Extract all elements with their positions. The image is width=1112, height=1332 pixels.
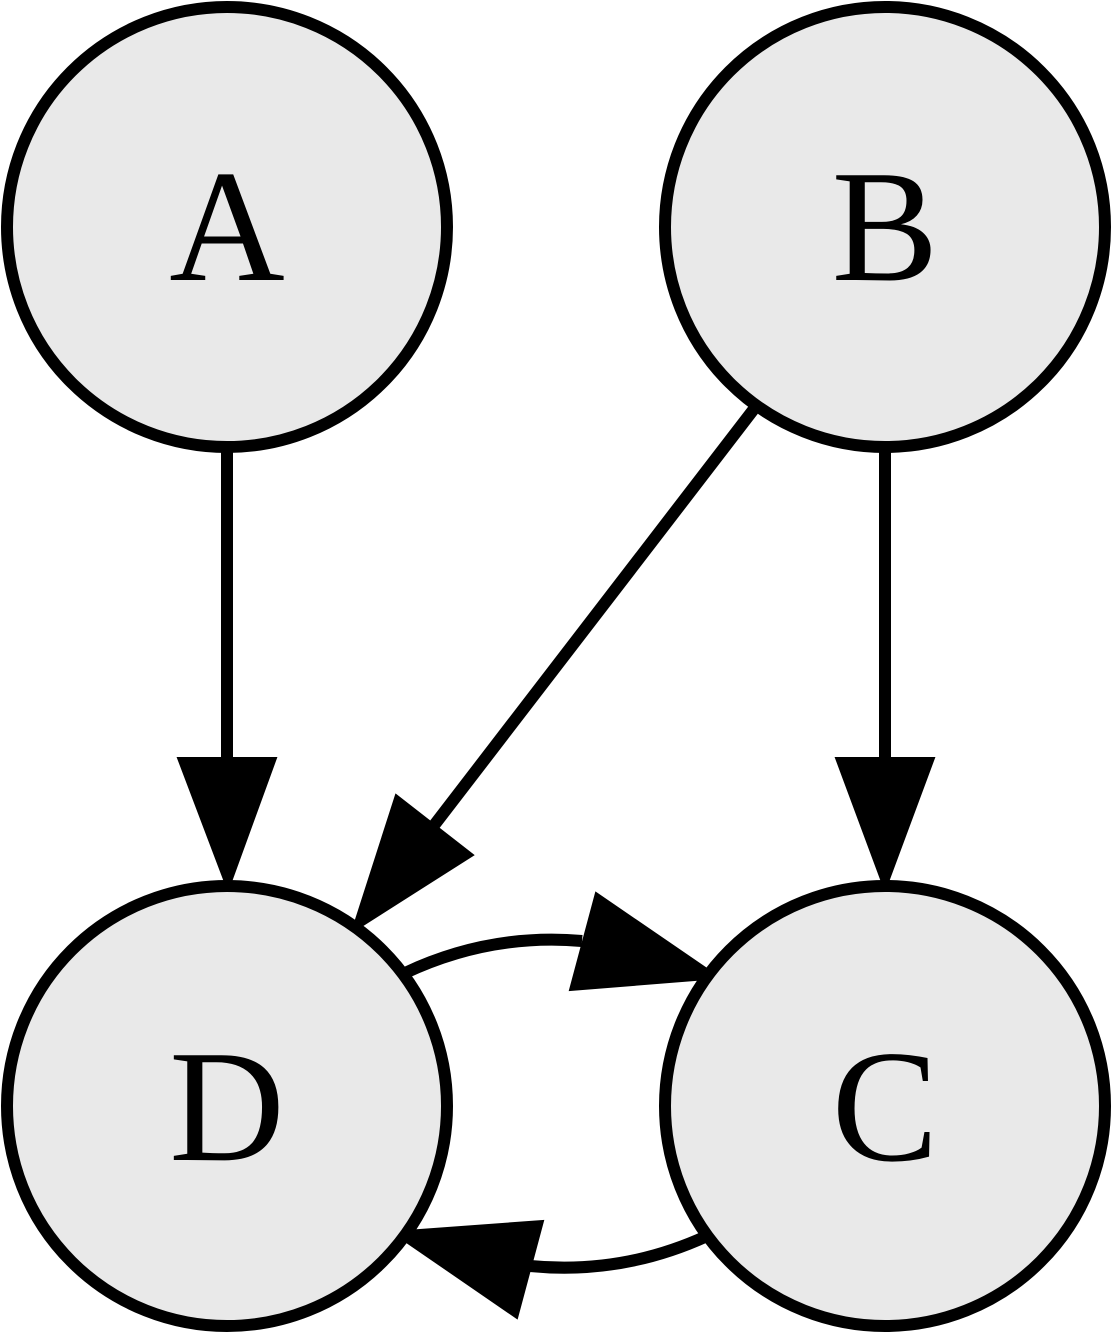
node-a-label: A [169, 137, 285, 315]
node-b[interactable]: B [659, 1, 1111, 453]
edge-d-to-c [402, 891, 723, 992]
edge-b-to-d [350, 401, 762, 935]
edge-a-to-d [176, 450, 278, 893]
edge-c-to-d [389, 1219, 710, 1320]
node-d[interactable]: D [1, 880, 453, 1332]
node-a[interactable]: A [1, 1, 453, 453]
node-d-label: D [169, 1017, 285, 1195]
node-c[interactable]: C [659, 880, 1111, 1332]
edge-b-to-c [834, 450, 936, 893]
node-c-label: C [832, 1017, 939, 1195]
node-b-label: B [832, 137, 939, 315]
